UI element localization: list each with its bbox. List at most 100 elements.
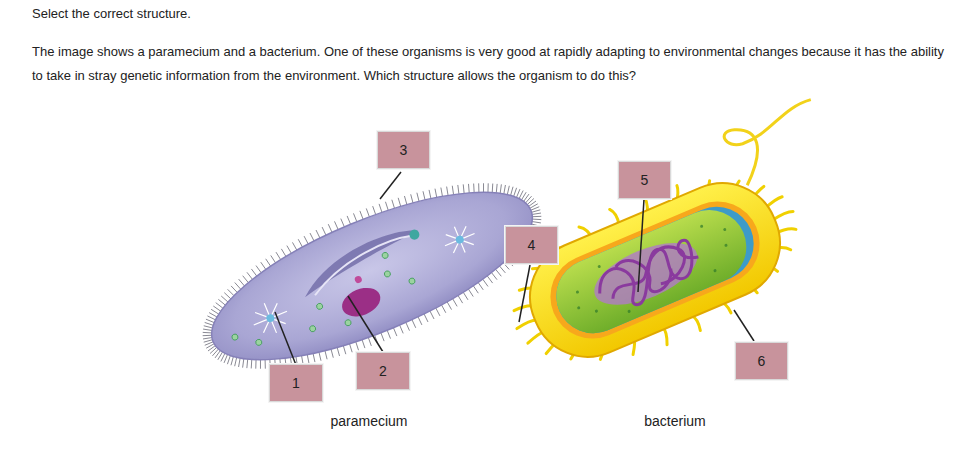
cilium bbox=[478, 282, 483, 291]
callout-box: 1 bbox=[269, 364, 323, 402]
cilium bbox=[203, 336, 212, 341]
cilium bbox=[433, 189, 438, 198]
cilium bbox=[324, 351, 329, 360]
cilium bbox=[347, 216, 350, 224]
cilium bbox=[456, 185, 462, 194]
cilium bbox=[261, 261, 266, 270]
cilium bbox=[441, 305, 445, 314]
cilium bbox=[379, 204, 383, 213]
cilium bbox=[397, 198, 401, 207]
cilium bbox=[372, 206, 376, 214]
paramecium-body bbox=[180, 147, 564, 406]
organism-caption: paramecium bbox=[330, 413, 407, 429]
cilium bbox=[480, 183, 486, 192]
cilium bbox=[501, 185, 508, 194]
cilium bbox=[247, 271, 253, 280]
cilium bbox=[500, 265, 506, 274]
cilium bbox=[403, 196, 407, 205]
cilium bbox=[468, 288, 473, 297]
cilium bbox=[418, 317, 422, 325]
cilium bbox=[287, 245, 292, 254]
cilium bbox=[485, 183, 492, 192]
cilium bbox=[532, 213, 541, 219]
cilium bbox=[487, 275, 492, 284]
cilium bbox=[511, 188, 519, 197]
cilium bbox=[496, 268, 502, 277]
callout-number: 3 bbox=[400, 142, 408, 158]
cilium bbox=[235, 281, 241, 290]
cilium bbox=[430, 311, 434, 320]
bacterium-body bbox=[478, 97, 877, 397]
cilium bbox=[281, 248, 286, 257]
cilium bbox=[366, 208, 370, 216]
cilium bbox=[463, 292, 468, 301]
cilium bbox=[205, 320, 214, 328]
cilium bbox=[473, 285, 478, 294]
cilium bbox=[439, 188, 444, 197]
cilium bbox=[497, 184, 504, 193]
cilium bbox=[355, 342, 359, 351]
cilium bbox=[400, 325, 404, 333]
cilium bbox=[248, 359, 255, 368]
instruction: Select the correct structure. bbox=[32, 6, 191, 21]
callout-box: 4 bbox=[505, 226, 558, 264]
cilium bbox=[204, 339, 213, 343]
cilium bbox=[483, 278, 488, 287]
cilium bbox=[387, 330, 391, 338]
cilium bbox=[316, 230, 320, 239]
callout-number: 5 bbox=[641, 172, 649, 188]
cilium bbox=[422, 191, 427, 200]
callout-number: 2 bbox=[379, 363, 387, 379]
callout-number: 1 bbox=[292, 375, 300, 391]
cell-membrane bbox=[545, 195, 765, 344]
cilium bbox=[225, 356, 233, 365]
cilium bbox=[276, 252, 281, 261]
callout-box: 5 bbox=[618, 161, 671, 199]
cilium bbox=[476, 183, 482, 192]
cilium bbox=[424, 314, 428, 323]
cilium bbox=[298, 239, 302, 248]
cilium bbox=[453, 298, 458, 307]
cilium bbox=[322, 227, 326, 235]
cilium bbox=[349, 344, 353, 353]
cilium bbox=[310, 233, 314, 242]
cilium bbox=[410, 194, 415, 203]
cilium bbox=[461, 184, 467, 193]
cilium bbox=[342, 346, 346, 355]
cilium bbox=[368, 337, 372, 345]
callout-number: 6 bbox=[758, 353, 766, 369]
cilium bbox=[406, 322, 410, 330]
cilium bbox=[244, 359, 251, 368]
cilium bbox=[489, 184, 496, 193]
cilium bbox=[532, 211, 541, 216]
cilium bbox=[471, 184, 477, 193]
cilium bbox=[251, 268, 256, 277]
cilium bbox=[393, 328, 396, 336]
cilium bbox=[203, 332, 212, 338]
cilium bbox=[306, 355, 311, 364]
callout-box: 3 bbox=[377, 131, 430, 169]
callout-box: 2 bbox=[356, 352, 410, 390]
cilium bbox=[257, 360, 263, 369]
cilium bbox=[447, 301, 451, 310]
cilium bbox=[428, 190, 433, 199]
cilium bbox=[271, 255, 276, 264]
cilium bbox=[436, 308, 440, 317]
nucleoid bbox=[586, 230, 707, 318]
cilium bbox=[240, 359, 247, 368]
cilium bbox=[204, 323, 213, 331]
cilium bbox=[466, 184, 472, 193]
cilium bbox=[360, 211, 364, 219]
cilium bbox=[256, 265, 261, 274]
cilium bbox=[530, 204, 539, 208]
cilium bbox=[493, 184, 500, 193]
cilium bbox=[205, 342, 213, 345]
cilium bbox=[243, 275, 249, 284]
flagellum bbox=[723, 97, 832, 187]
cilium bbox=[353, 213, 357, 221]
cilium bbox=[253, 360, 260, 369]
cilium bbox=[304, 236, 308, 245]
cilium bbox=[318, 352, 323, 361]
callout-box: 6 bbox=[735, 342, 788, 380]
callout-number: 4 bbox=[528, 237, 536, 253]
